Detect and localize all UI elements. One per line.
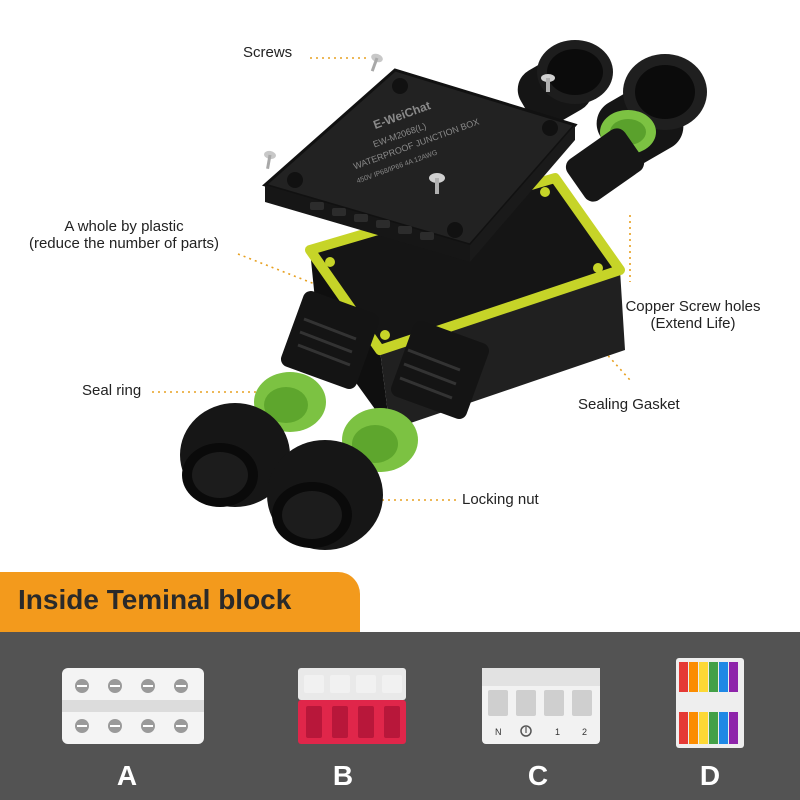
- banner-title: Inside Teminal block: [18, 584, 292, 615]
- option-b-label: B: [332, 760, 354, 791]
- rear-gland-right: [565, 54, 707, 202]
- callout-plastic-line2: (reduce the number of parts): [28, 235, 220, 252]
- callout-plastic: A whole by plastic (reduce the number of…: [8, 218, 240, 252]
- section-banner: Inside Teminal block: [0, 572, 360, 632]
- option-d-label: D: [699, 760, 721, 791]
- screw-icon: [264, 53, 555, 194]
- callout-copper: Copper Screw holes (Extend Life): [608, 298, 778, 332]
- callout-seal-ring: Seal ring: [82, 382, 142, 399]
- callout-plastic-line1: A whole by plastic: [64, 218, 184, 235]
- junction-box-lid: E-WeiChat EW-M2068(L) WATERPROOF JUNCTIO…: [261, 68, 578, 262]
- rear-gland-left: [517, 40, 613, 126]
- callout-locking-nut: Locking nut: [462, 491, 539, 508]
- front-left-gland: [180, 290, 380, 507]
- callout-screws: Screws: [243, 44, 293, 61]
- front-right-gland: [267, 320, 490, 550]
- option-c-label: C: [527, 760, 549, 791]
- callout-sealing-gasket: Sealing Gasket: [578, 396, 680, 413]
- leader-plastic: [237, 253, 331, 291]
- option-a-label: A: [116, 760, 138, 791]
- callout-copper-line1: Copper Screw holes: [625, 298, 761, 315]
- callout-copper-line2: (Extend Life): [650, 315, 736, 332]
